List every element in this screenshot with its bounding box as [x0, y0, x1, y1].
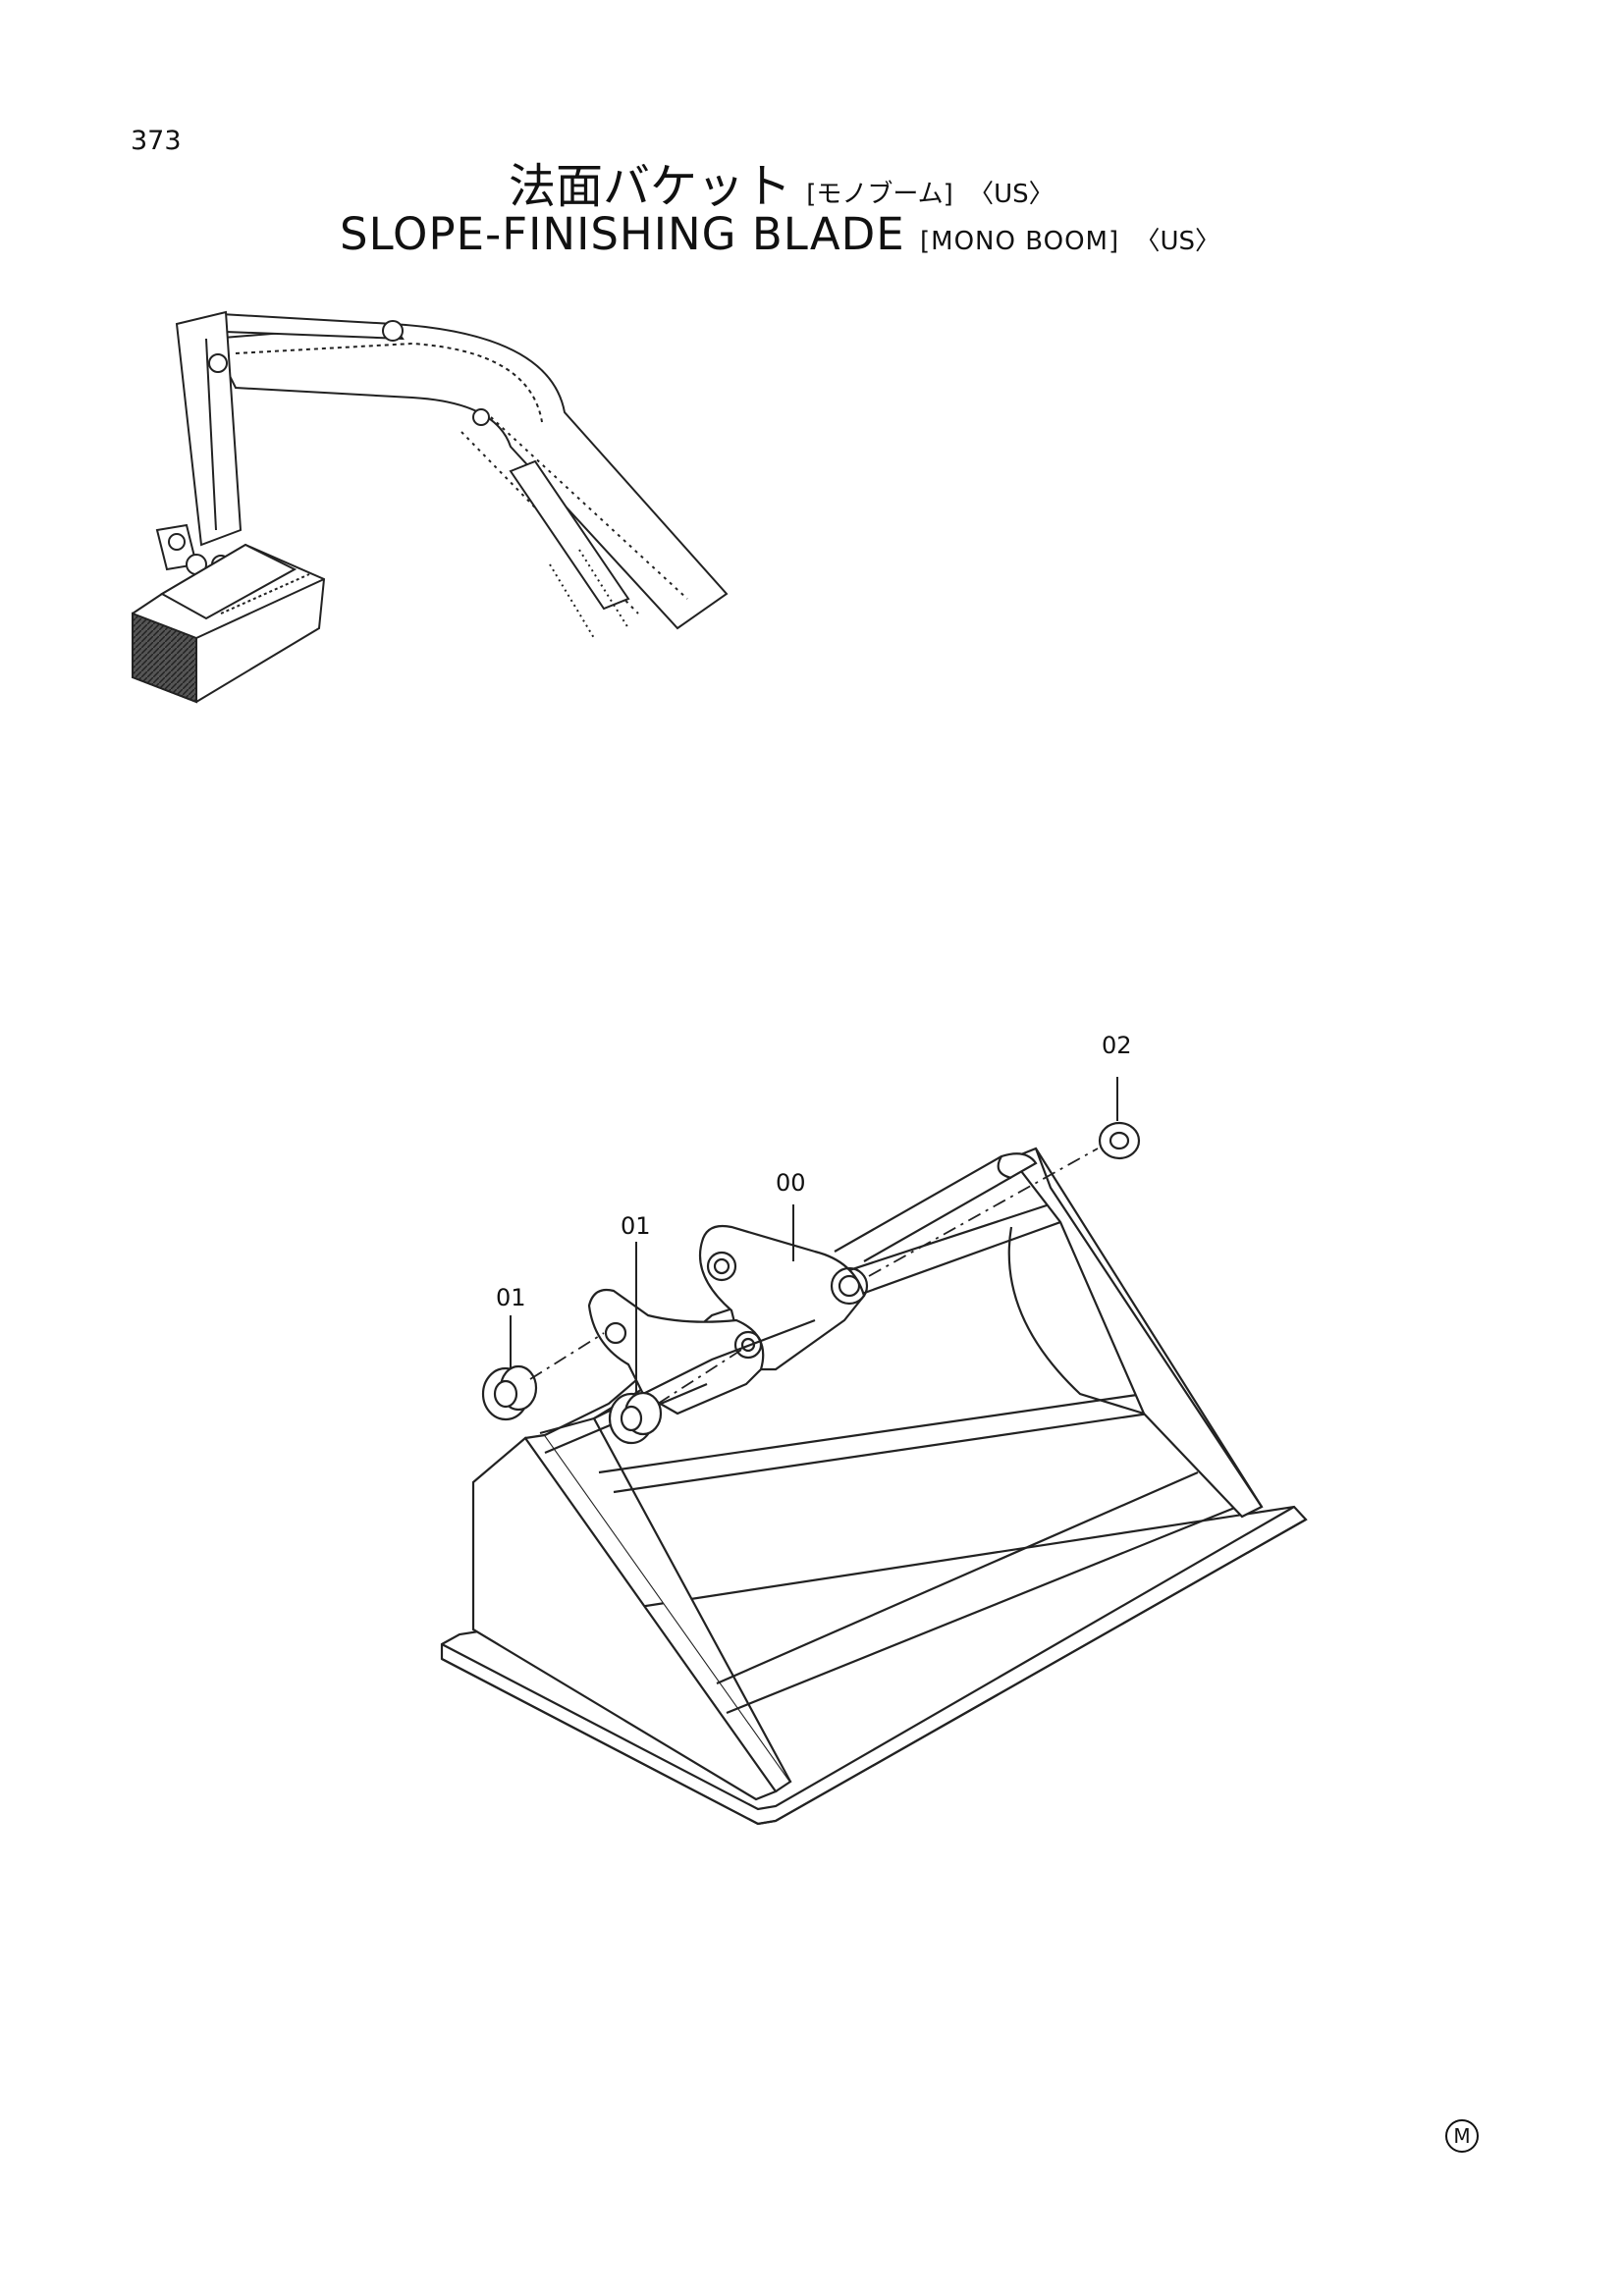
- bushing-01-left: [481, 1364, 538, 1421]
- assembly-centerlines: [529, 1148, 1099, 1405]
- title-ja-main: 法面バケット: [509, 159, 792, 214]
- blade-exploded-view: [440, 1147, 1308, 1826]
- boom-arm-drawing: [155, 310, 729, 639]
- blade-top-tube: [834, 1152, 1038, 1262]
- leader-lines: [510, 1077, 1118, 1394]
- title-en-region: 〈US〉: [1134, 227, 1220, 256]
- title-ja-bracket: [モノブーム]: [806, 180, 953, 209]
- title-japanese: 法面バケット [モノブーム] 〈US〉: [509, 147, 1055, 216]
- washer-02: [1098, 1121, 1141, 1160]
- blade-right-side: [1009, 1147, 1264, 1519]
- title-english: SLOPE-FINISHING BLADE [MONO BOOM] 〈US〉: [340, 208, 1220, 260]
- title-en-bracket: [MONO BOOM]: [920, 227, 1120, 256]
- callout-00: 00: [776, 1169, 806, 1197]
- bushing-01-center: [608, 1391, 663, 1445]
- blade-left-ear: [587, 1288, 765, 1415]
- callout-02: 02: [1102, 1032, 1132, 1059]
- callout-01-left: 01: [496, 1284, 526, 1311]
- title-ja-region: 〈US〉: [968, 180, 1055, 209]
- overview-blade: [132, 543, 326, 704]
- title-en-main: SLOPE-FINISHING BLADE: [340, 208, 905, 260]
- callout-01-center: 01: [621, 1212, 651, 1240]
- page-number: 373: [131, 126, 182, 156]
- manufacturer-mark: M: [1445, 2119, 1479, 2153]
- blade-left-side: [471, 1436, 778, 1801]
